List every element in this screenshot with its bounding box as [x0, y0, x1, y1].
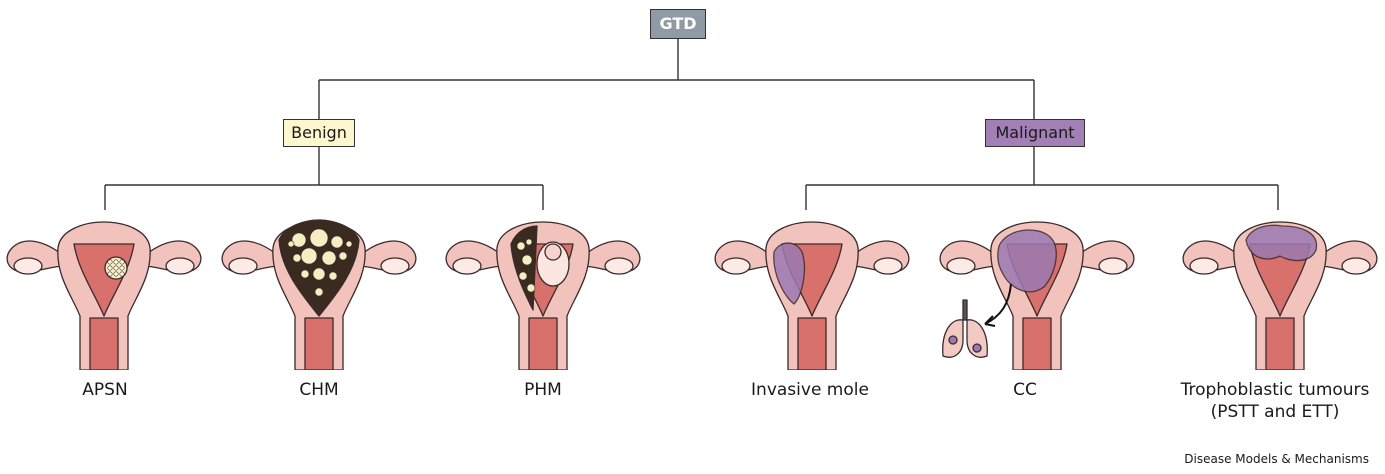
- hydropic-vesicle: [522, 255, 532, 265]
- ovary-left: [229, 258, 257, 274]
- hydropic-vesicle: [313, 268, 325, 280]
- hydropic-vesicle: [301, 248, 317, 264]
- label-trophoblastic-tumours: Trophoblastic tumours: [1170, 380, 1380, 400]
- uterus-apsn-illustration: [0, 200, 214, 370]
- ovary-right: [605, 258, 633, 274]
- hydropic-vesicle: [288, 241, 294, 247]
- ovary-right: [1099, 258, 1127, 274]
- group-node-benign: Benign: [283, 119, 355, 147]
- label-invasive-mole: Invasive mole: [730, 380, 890, 400]
- hydropic-vesicle: [293, 254, 301, 262]
- trophoblastic-tumour-mass: [1246, 225, 1317, 260]
- ovary-left: [722, 258, 750, 274]
- ovary-left: [947, 258, 975, 274]
- label-chm: CHM: [279, 380, 359, 400]
- ovary-right: [166, 258, 194, 274]
- label-pstt-ett: (PSTT and ETT): [1170, 402, 1380, 422]
- group-node-malignant: Malignant: [985, 119, 1085, 147]
- ovary-left: [1190, 258, 1218, 274]
- lungs-icon: [943, 300, 988, 357]
- hydropic-vesicle: [527, 284, 535, 292]
- hydropic-vesicle: [329, 272, 337, 280]
- cervical-canal: [529, 318, 557, 370]
- ovary-left: [453, 258, 481, 274]
- label-phm: PHM: [503, 380, 583, 400]
- ovary-left: [14, 258, 42, 274]
- ovary-right: [381, 258, 409, 274]
- source-credit: Disease Models & Mechanisms: [1184, 452, 1369, 466]
- hydropic-vesicle: [526, 239, 532, 245]
- ovary-right: [1342, 258, 1370, 274]
- ovary-right: [874, 258, 902, 274]
- cervical-canal: [1023, 318, 1051, 370]
- root-node-gtd: GTD: [650, 9, 706, 39]
- apsn-nodule: [105, 257, 127, 279]
- cervical-canal: [1266, 318, 1294, 370]
- hydropic-vesicle: [331, 236, 343, 248]
- hydropic-vesicle: [310, 229, 328, 247]
- uterus-trophoblastic-tumour-illustration: [1170, 200, 1385, 370]
- hydropic-vesicle: [301, 270, 309, 278]
- hydropic-vesicle: [517, 242, 525, 250]
- hydropic-vesicle: [339, 252, 347, 260]
- label-apsn: APSN: [65, 380, 145, 400]
- cervical-canal: [798, 318, 826, 370]
- cervical-canal: [305, 318, 333, 370]
- label-cc: CC: [985, 380, 1065, 400]
- hydropic-vesicle: [322, 251, 336, 265]
- uterus-chm-illustration: [209, 200, 429, 370]
- hydropic-vesicle: [346, 241, 352, 247]
- hydropic-vesicle: [315, 288, 323, 296]
- uterus-phm-illustration: [433, 200, 653, 370]
- fetus-head: [545, 244, 561, 260]
- cervical-canal: [90, 318, 118, 370]
- hydropic-vesicle: [519, 272, 527, 280]
- uterus-invasive-mole-illustration: [702, 200, 922, 370]
- uterus-cc-illustration: [927, 200, 1147, 370]
